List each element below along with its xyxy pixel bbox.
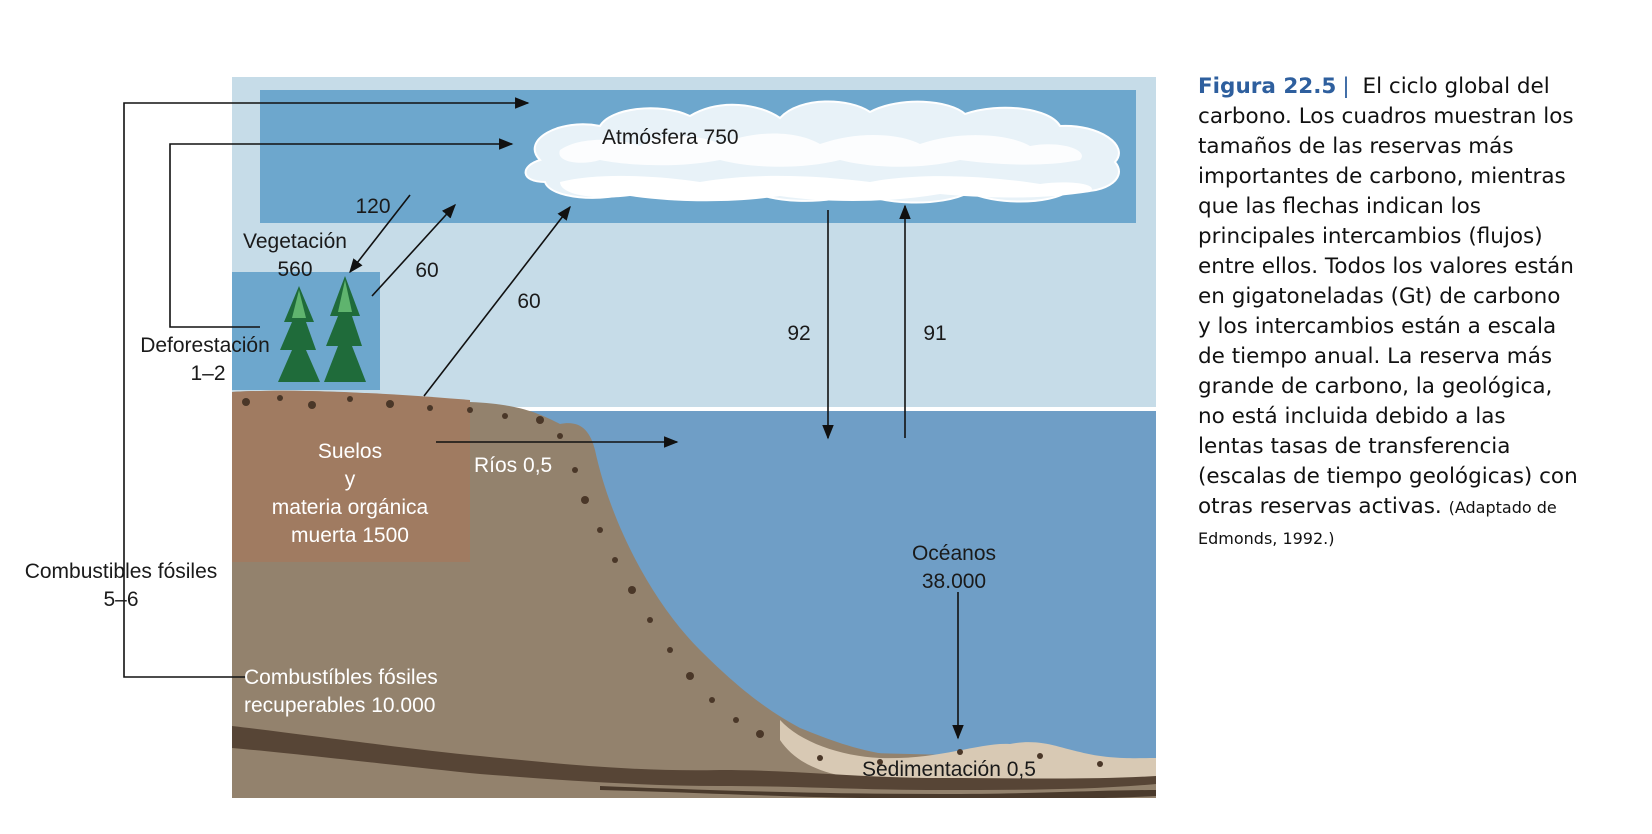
flux-soil-to-atmosphere-arrow: [423, 205, 571, 397]
atmosphere-label: Atmósfera 750: [602, 126, 739, 149]
rock-strata-upper: [232, 726, 1156, 790]
soils-label-line-1: Suelos: [318, 440, 382, 463]
oceans-value-label: 38.000: [922, 570, 986, 593]
deforestation-value-label: 1–2: [190, 362, 225, 385]
tree-icon: [324, 276, 366, 382]
soil-pebbles: [242, 395, 1103, 767]
diagram-frame-bottom: [232, 798, 1156, 802]
deforestation-name-label: Deforestación: [140, 334, 270, 357]
caption-source: (Adaptado de Edmonds, 1992.): [1198, 498, 1557, 548]
fossil-flux-name-label: Combustibles fósiles: [25, 560, 218, 583]
sediment-layer: [780, 720, 1156, 785]
tree-icon: [278, 286, 320, 382]
figure-caption: Figura 22.5| El ciclo global del carbono…: [1198, 72, 1578, 554]
oceans-name-label: Océanos: [912, 542, 996, 565]
rock-strata-lower: [600, 786, 1156, 800]
rivers-label: Ríos 0,5: [474, 454, 552, 477]
flux-veg-down-label: 120: [355, 195, 390, 218]
figure-number: Figura 22.5: [1198, 74, 1337, 99]
flux-soil-up-label: 60: [517, 290, 540, 313]
fossil-flux-value-label: 5–6: [103, 588, 138, 611]
caption-text: El ciclo global del carbono. Los cuadros…: [1198, 74, 1578, 519]
soils-label-line-2: y: [345, 468, 356, 491]
fossil-reserve-label-line-1: Combustíbles fósiles: [244, 666, 438, 689]
flux-veg-up-label: 60: [415, 259, 438, 282]
soils-box: [232, 390, 470, 562]
flux-atmosphere-to-vegetation-arrow: [349, 194, 411, 274]
sedimentation-label: Sedimentación 0,5: [862, 758, 1036, 781]
flux-ocean-up-label: 91: [923, 322, 946, 345]
vegetation-name-label: Vegetación: [243, 230, 347, 253]
fossil-fuel-flux-arrow: [123, 97, 530, 678]
flux-vegetation-to-atmosphere-arrow: [371, 203, 456, 297]
soils-label-line-3: materia orgánica: [272, 496, 429, 519]
caption-separator: |: [1342, 74, 1350, 99]
flux-ocean-down-label: 92: [787, 322, 810, 345]
soils-label-line-4: muerta 1500: [291, 524, 409, 547]
fossil-reserve-label-line-2: recuperables 10.000: [244, 694, 435, 717]
cloud-icon: [524, 100, 1120, 204]
vegetation-value-label: 560: [277, 258, 312, 281]
deforestation-flux-arrow: [169, 138, 514, 328]
